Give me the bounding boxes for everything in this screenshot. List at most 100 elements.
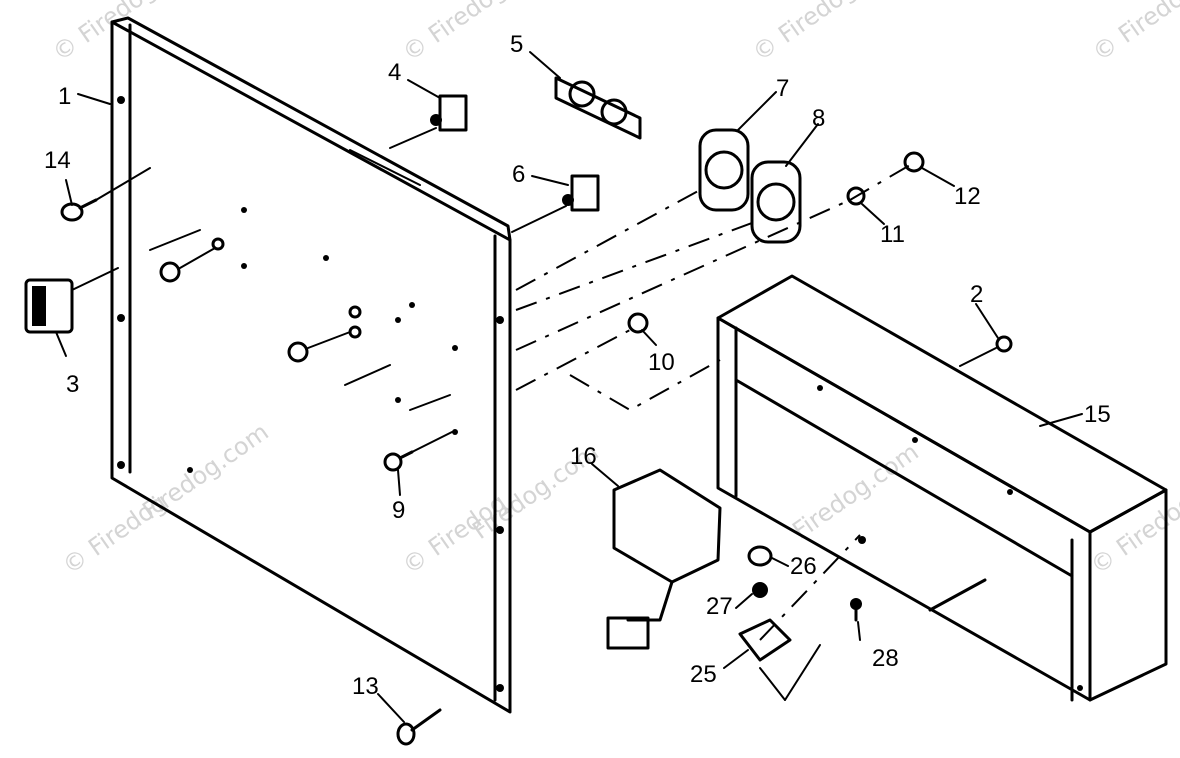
screw-head — [995, 335, 1013, 353]
callout-8: 8 — [812, 105, 825, 132]
mount-hole — [117, 96, 125, 104]
screw-13 — [396, 708, 442, 746]
leader-line — [529, 51, 561, 79]
panel-mark — [409, 394, 451, 411]
callout-13: 13 — [352, 673, 379, 700]
leader-line — [921, 167, 955, 187]
mount-hole — [496, 684, 504, 692]
module-body — [612, 468, 722, 584]
callout-4: 4 — [388, 59, 401, 86]
leader-line — [511, 205, 567, 233]
leader-line — [1039, 413, 1083, 427]
box-hole — [912, 437, 918, 443]
box-hole — [1077, 685, 1083, 691]
mount-hole — [117, 461, 125, 469]
bracket-25 — [738, 618, 792, 662]
receptacle-outlet — [568, 80, 596, 108]
receptacle-face — [756, 182, 796, 222]
leader-line — [857, 621, 861, 641]
screw-shank — [78, 198, 98, 210]
callout-1: 1 — [58, 83, 71, 110]
receptacle-8 — [750, 160, 802, 244]
leader-line — [737, 91, 777, 131]
leader-line — [531, 175, 569, 186]
callout-11: 11 — [880, 221, 905, 248]
panel-mark — [349, 149, 421, 186]
panel-hole — [395, 317, 401, 323]
box-front — [716, 316, 1092, 702]
mount-hole — [117, 314, 125, 322]
leader-line — [411, 431, 453, 453]
leader-line — [95, 167, 151, 201]
circuit-breaker-6 — [511, 174, 600, 233]
leader-line — [71, 267, 119, 291]
receptacle-plate — [554, 76, 642, 140]
assembly-line — [515, 329, 631, 391]
nut-11 — [846, 186, 866, 206]
breaker-body — [438, 94, 468, 132]
washer — [348, 305, 362, 319]
leader-line — [77, 93, 111, 105]
panel-hole — [395, 397, 401, 403]
watermark: © Firedog — [397, 0, 511, 67]
screw-head — [60, 202, 84, 222]
assembly-lines — [515, 164, 911, 641]
circuit-breaker-4 — [389, 94, 468, 149]
callout-16: 16 — [570, 443, 597, 470]
switch-rocker — [32, 286, 46, 326]
leader-line — [785, 123, 819, 167]
receptacle-7 — [698, 128, 750, 212]
callout-2: 2 — [970, 281, 983, 308]
assembly-line — [849, 164, 911, 201]
assembly-line — [569, 359, 721, 412]
screw-14 — [60, 167, 151, 222]
watermark-dotcom: Firedog.com — [787, 438, 923, 545]
callout-14: 14 — [44, 147, 71, 174]
receptacle-outlet — [600, 98, 628, 126]
watermark: © Firedog — [47, 0, 161, 67]
leader-line — [397, 469, 401, 496]
leader-line — [55, 331, 67, 357]
panel-hole — [241, 207, 247, 213]
assembly-line — [515, 189, 701, 291]
washer-26 — [747, 545, 773, 567]
panel-nut — [287, 341, 309, 363]
callout-leaders — [55, 51, 1083, 723]
box-hole — [1007, 489, 1013, 495]
leader-line — [641, 329, 657, 346]
assembly-line — [515, 199, 851, 351]
panel-hole — [409, 302, 415, 308]
leader-line — [307, 331, 351, 349]
duplex-receptacle — [554, 76, 642, 140]
mount-hole — [496, 316, 504, 324]
mount-hole — [496, 526, 504, 534]
panel-nut — [159, 261, 181, 283]
breaker-body — [570, 174, 600, 212]
screw-shank — [398, 450, 414, 460]
switch-body — [24, 278, 74, 334]
control-panel — [110, 16, 512, 714]
washer — [348, 325, 362, 339]
screw-2 — [959, 335, 1013, 367]
callout-7: 7 — [776, 75, 789, 102]
leader-line — [784, 644, 821, 701]
callout-25: 25 — [690, 661, 717, 688]
callout-labels: 1 2 3 4 5 6 7 8 9 10 11 12 13 14 15 16 2… — [44, 31, 1111, 700]
leader-line — [591, 463, 619, 487]
nut-12 — [903, 151, 925, 173]
leader-line — [407, 79, 441, 99]
leader-line — [975, 303, 999, 339]
box-hole — [817, 385, 823, 391]
watermark: © Firedog — [747, 0, 861, 67]
enclosure-box — [716, 274, 1168, 702]
box-side — [1088, 488, 1168, 702]
callout-10: 10 — [648, 349, 675, 376]
box-slot — [928, 578, 987, 612]
box-inner-edge — [734, 378, 1074, 578]
callout-27: 27 — [706, 593, 733, 620]
screw-head — [396, 722, 416, 746]
watermark: © Firedog — [1087, 0, 1180, 67]
callout-12: 12 — [954, 183, 981, 210]
leader-line — [771, 557, 789, 567]
panel-hole — [323, 255, 329, 261]
